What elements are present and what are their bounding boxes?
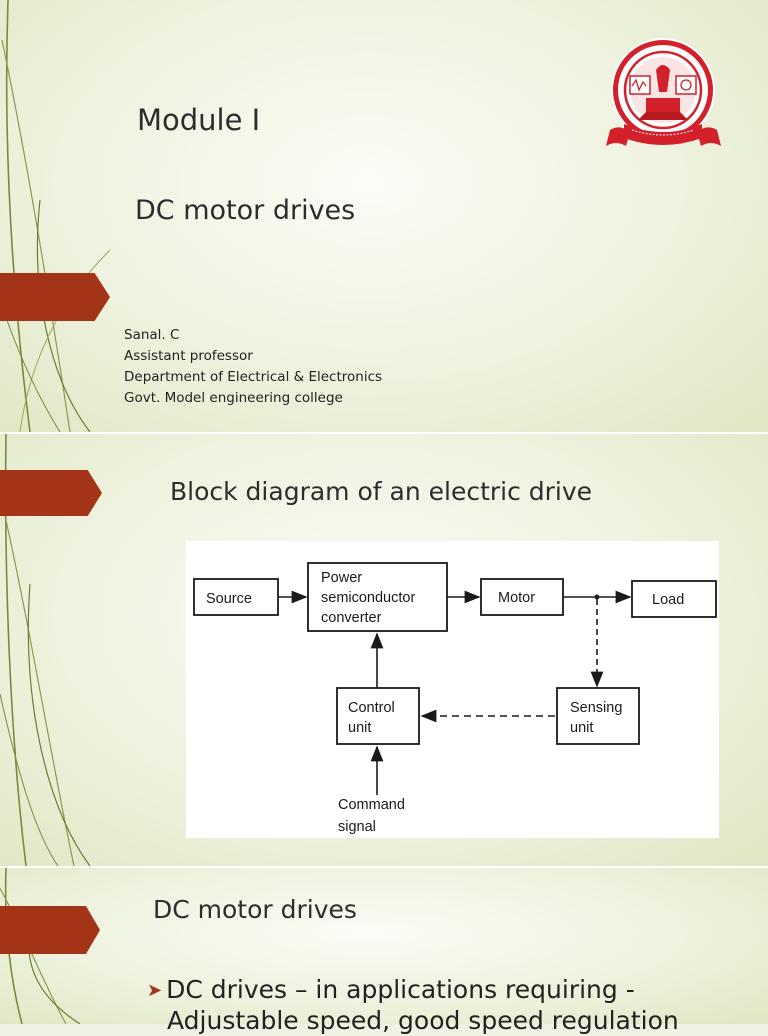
accent-tab [0, 273, 110, 321]
slide-title: DC motor drives [153, 895, 357, 924]
author-department: Department of Electrical & Electronics [124, 369, 383, 385]
accent-tab [0, 470, 102, 516]
slide-divider [0, 866, 768, 868]
slide-3 [0, 868, 768, 1024]
converter-label-2: semiconductor [321, 590, 415, 606]
control-label-2: unit [348, 720, 371, 736]
college-emblem-icon [606, 38, 721, 146]
slide-divider [0, 432, 768, 434]
author-institution: Govt. Model engineering college [124, 390, 343, 406]
author-position: Assistant professor [124, 348, 253, 364]
source-label: Source [206, 591, 252, 607]
slide-title: Module I [137, 103, 261, 137]
slide-subtitle: DC motor drives [135, 195, 356, 226]
bullet-text-continued: Adjustable speed, good speed regulation [167, 1006, 679, 1035]
control-unit-block [336, 687, 420, 745]
arrow-bullet-icon: ➤ [147, 980, 163, 1001]
author-name: Sanal. C [124, 327, 180, 343]
bullet-item: ➤DC drives – in applications requiring -… [147, 975, 679, 1036]
sensing-label-2: unit [570, 720, 593, 736]
bullet-text: DC drives – in applications requiring - [166, 975, 635, 1004]
slide-title: Block diagram of an electric drive [170, 477, 593, 506]
command-label-2: signal [338, 819, 376, 835]
motor-label: Motor [498, 590, 535, 606]
control-label-1: Control [348, 700, 395, 716]
load-block [631, 580, 717, 618]
command-label-1: Command [338, 797, 405, 813]
sensing-label-1: Sensing [570, 700, 622, 716]
converter-label-1: Power [321, 570, 362, 586]
decorative-curves [0, 0, 110, 432]
author-block: Sanal. C Assistant professor Department … [124, 325, 382, 409]
sensing-unit-block [556, 687, 640, 745]
accent-tab [0, 906, 100, 954]
load-label: Load [652, 592, 684, 608]
converter-label-3: converter [321, 610, 382, 626]
block-diagram: Source Power semiconductor converter Mot… [186, 541, 719, 838]
